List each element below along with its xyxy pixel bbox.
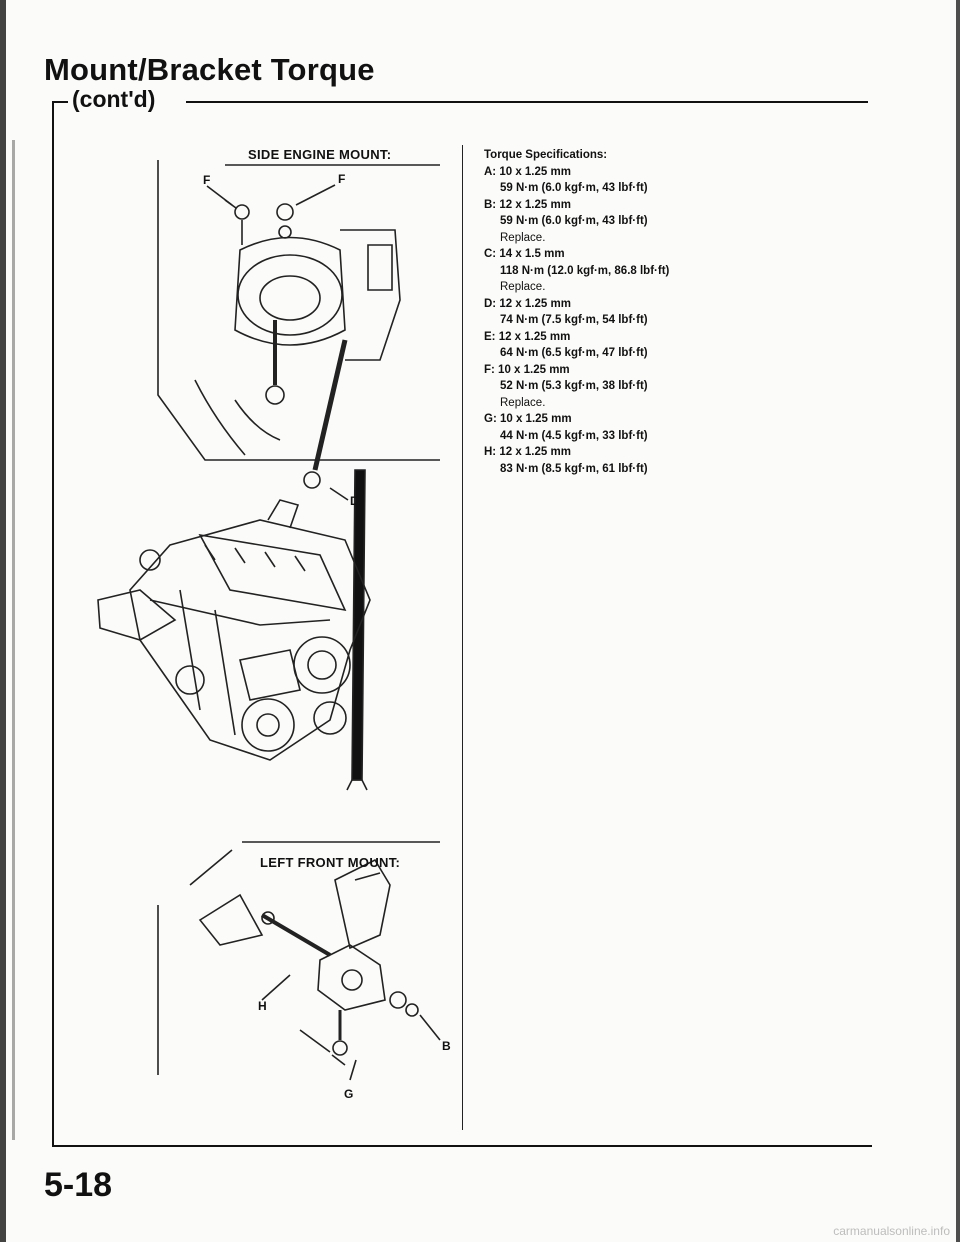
binding-edge (0, 0, 6, 1242)
torque-specifications: Torque Specifications: A: 10 x 1.25 mm 5… (484, 147, 864, 477)
spec-item-d: D: 12 x 1.25 mm 74 N·m (7.5 kgf·m, 54 lb… (484, 296, 864, 329)
side-engine-mount-label: SIDE ENGINE MOUNT: (248, 147, 392, 162)
spec-item-f: F: 10 x 1.25 mm 52 N·m (5.3 kgf·m, 38 lb… (484, 362, 864, 412)
spec-torque: 74 N·m (7.5 kgf·m, 54 lbf·ft) (500, 314, 648, 326)
callout-g: G (344, 1087, 353, 1101)
frame-bottom-rule (52, 1145, 872, 1147)
spec-item-e: E: 12 x 1.25 mm 64 N·m (6.5 kgf·m, 47 lb… (484, 329, 864, 362)
page-number: 5-18 (44, 1166, 113, 1204)
spec-note: Replace. (500, 396, 546, 409)
spec-size: H: 12 x 1.25 mm (484, 446, 571, 458)
column-divider (462, 145, 463, 1130)
callout-b: B (442, 1039, 451, 1053)
spec-item-g: G: 10 x 1.25 mm 44 N·m (4.5 kgf·m, 33 lb… (484, 411, 864, 444)
callout-f-right: F (338, 172, 345, 186)
spec-note: Replace. (500, 281, 546, 293)
spec-item-c: C: 14 x 1.5 mm 118 N·m (12.0 kgf·m, 86.8… (484, 246, 864, 296)
page-right-edge (956, 0, 960, 1242)
spec-size: F: 10 x 1.25 mm (484, 363, 570, 376)
side-engine-mount-diagram (157, 160, 440, 501)
callout-f-left: F (203, 173, 210, 187)
callout-d: D (350, 494, 359, 508)
callout-h: H (258, 999, 267, 1013)
spec-torque: 83 N·m (8.5 kgf·m, 61 lbf·ft) (500, 462, 648, 475)
spec-size: D: 12 x 1.25 mm (484, 297, 571, 310)
left-front-mount-label: LEFT FRONT MOUNT: (260, 855, 401, 870)
spec-size: A: 10 x 1.25 mm (484, 165, 571, 178)
page-subtitle: (cont'd) (72, 86, 156, 112)
binding-shadow (12, 140, 15, 1140)
specs-title: Torque Specifications: (484, 149, 608, 161)
engine-assembly-diagram (97, 469, 371, 791)
spec-torque: 44 N·m (4.5 kgf·m, 33 lbf·ft) (500, 429, 648, 442)
header-rule (186, 101, 868, 103)
spec-torque: 59 N·m (6.0 kgf·m, 43 lbf·ft) (500, 182, 648, 194)
spec-size: G: 10 x 1.25 mm (484, 413, 572, 425)
spec-torque: 64 N·m (6.5 kgf·m, 47 lbf·ft) (500, 347, 648, 359)
spec-item-b: B: 12 x 1.25 mm 59 N·m (6.0 kgf·m, 43 lb… (484, 197, 864, 247)
frame-left-rule (52, 101, 54, 1146)
spec-size: E: 12 x 1.25 mm (484, 330, 571, 343)
spec-note: Replace. (500, 231, 546, 244)
left-front-mount-diagram (157, 841, 441, 1081)
spec-torque: 59 N·m (6.0 kgf·m, 43 lbf·ft) (500, 215, 648, 227)
spec-item-h: H: 12 x 1.25 mm 83 N·m (8.5 kgf·m, 61 lb… (484, 444, 864, 477)
spec-size: C: 14 x 1.5 mm (484, 248, 565, 260)
spec-torque: 118 N·m (12.0 kgf·m, 86.8 lbf·ft) (500, 264, 670, 277)
page-title: Mount/Bracket Torque (44, 52, 375, 87)
spec-size: B: 12 x 1.25 mm (484, 198, 571, 211)
spec-item-a: A: 10 x 1.25 mm 59 N·m (6.0 kgf·m, 43 lb… (484, 164, 864, 197)
spec-torque: 52 N·m (5.3 kgf·m, 38 lbf·ft) (500, 380, 648, 392)
header-rule-left (52, 101, 68, 103)
watermark-link[interactable]: carmanualsonline.info (833, 1224, 950, 1238)
